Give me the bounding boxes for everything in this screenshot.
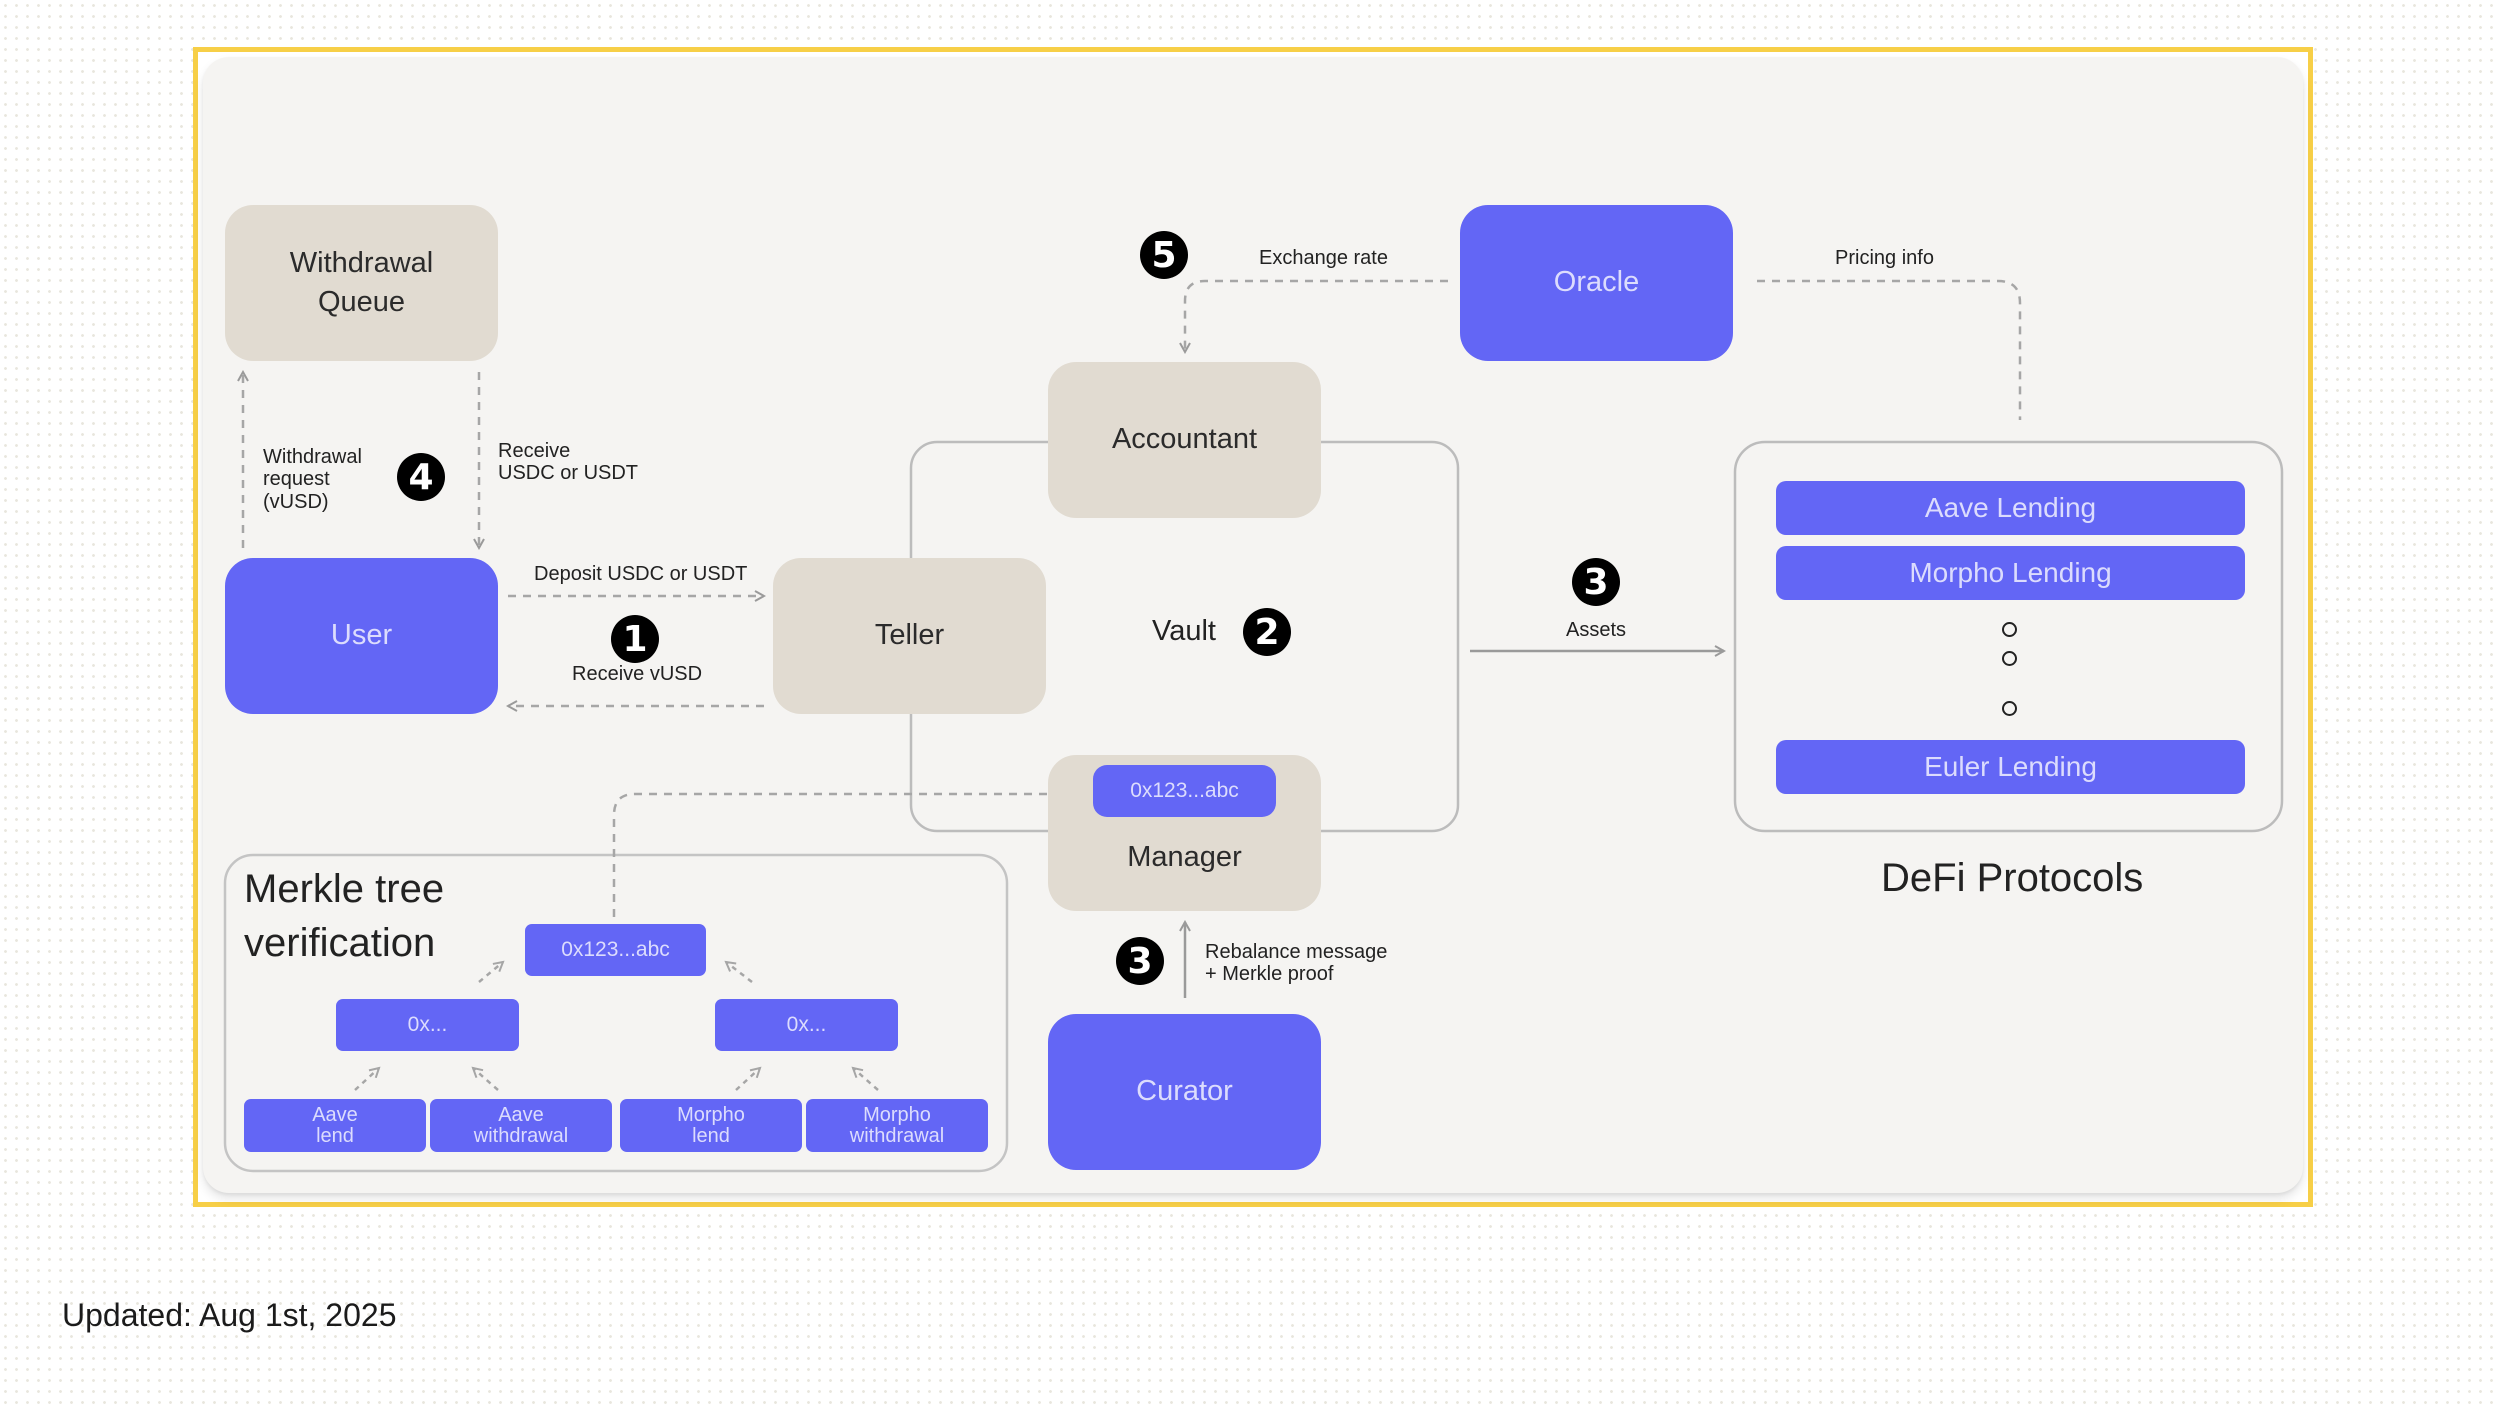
merkle-branch-right: 0x... [715,999,898,1051]
ellipsis-dot [2002,622,2017,637]
user-node: User [225,558,498,714]
merkle-leaf-morpho-withdrawal: Morpho withdrawal [806,1099,988,1152]
assets-label: Assets [1566,619,1627,641]
curator-node: Curator [1048,1014,1321,1170]
merkle-leaf-aave-lend: Aave lend [244,1099,426,1152]
protocol-aave-lending: Aave Lending [1776,481,2245,535]
manager-address-chip: 0x123...abc [1093,765,1276,817]
receive-vusd-label: Receive vUSD [572,663,703,685]
ellipsis-dot [2002,701,2017,716]
edge-merkle-link [612,792,1092,922]
exchange-rate-label: Exchange rate [1259,247,1388,269]
receive-usdc-label: Receive USDC or USDT [498,440,639,485]
step-4-badge: 4 [397,453,445,501]
merkle-root: 0x123...abc [525,924,706,976]
merkle-title: Merkle tree verification [244,867,445,965]
merkle-leaf-morpho-lend: Morpho lend [620,1099,802,1152]
defi-protocols-title: DeFi Protocols [1881,856,2144,900]
deposit-label: Deposit USDC or USDT [534,563,748,585]
protocol-morpho-lending: Morpho Lending [1776,546,2245,600]
step-5-badge: 5 [1140,231,1188,279]
merkle-leaf-aave-withdrawal: Aave withdrawal [430,1099,612,1152]
updated-date: Updated: Aug 1st, 2025 [62,1297,397,1333]
pricing-info-label: Pricing info [1835,247,1934,269]
merkle-outline [223,853,1009,1173]
protocol-euler-lending: Euler Lending [1776,740,2245,794]
ellipsis-dot [2002,651,2017,666]
step-2-badge: 2 [1243,608,1291,656]
vault-label: Vault [1152,615,1216,647]
step-1-badge: 1 [611,615,659,663]
merkle-branch-left: 0x... [336,999,519,1051]
step-3-badge-rebalance: 3 [1116,937,1164,985]
defi-outline [1733,440,2284,833]
edge-exchange-rate [1185,279,1448,352]
withdrawal-request-label: Withdrawal request (vUSD) [263,446,362,513]
withdrawal-queue-node: Withdrawal Queue [225,205,498,361]
oracle-node: Oracle [1460,205,1733,361]
teller-node: Teller [773,558,1046,714]
step-3-badge-assets: 3 [1572,558,1620,606]
edge-pricing-info [1757,279,2022,420]
rebalance-label: Rebalance message + Merkle proof [1205,941,1388,986]
accountant-node: Accountant [1048,362,1321,518]
